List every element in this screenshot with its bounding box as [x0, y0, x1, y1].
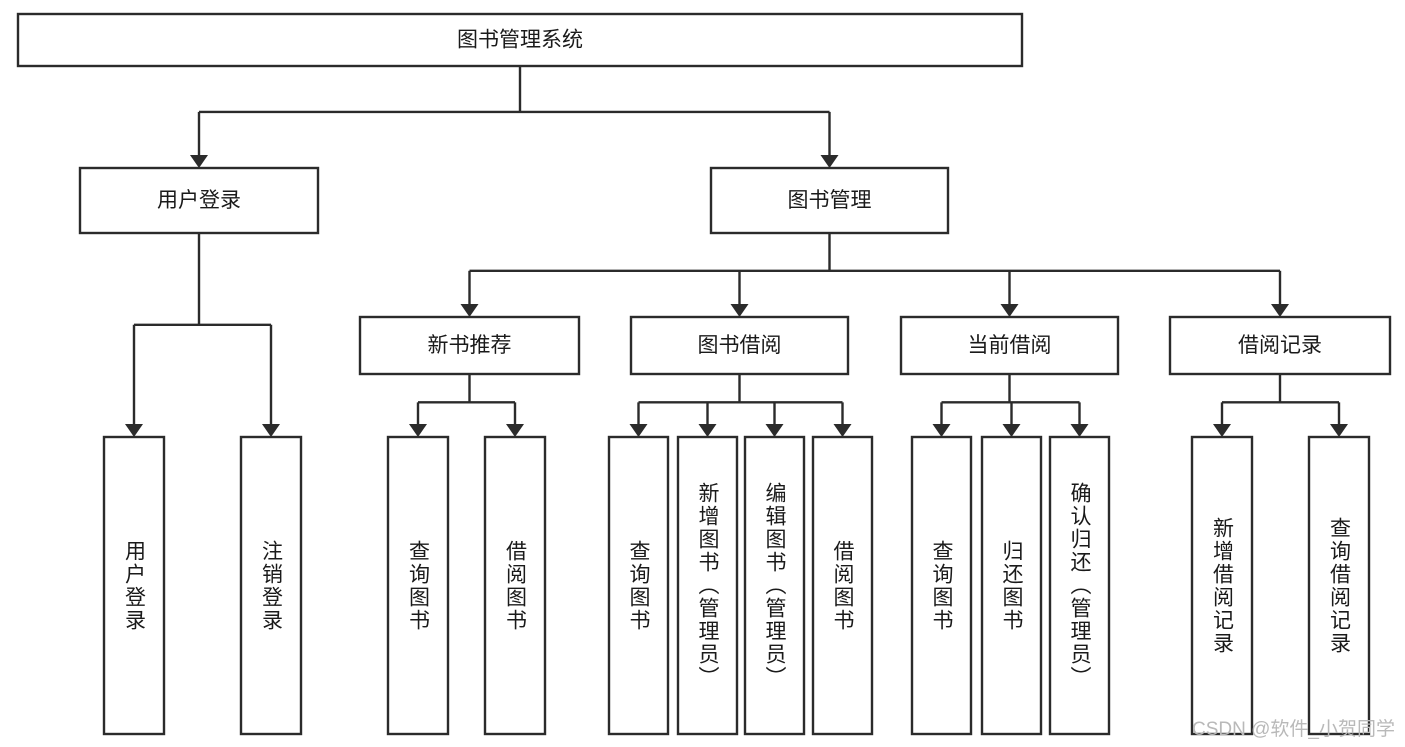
node-label-book-manage: 图书管理	[788, 189, 872, 212]
arrow-head-leaf-add-book	[698, 424, 717, 437]
arrow-head-leaf-query-book-3	[932, 424, 951, 437]
arrow-head-leaf-return-book	[1002, 424, 1021, 437]
node-label-root: 图书管理系统	[457, 29, 583, 52]
arrow-head-leaf-logout	[262, 424, 280, 437]
node-box-book-manage[interactable]	[709, 166, 950, 235]
node-box-leaf-query-book-2[interactable]	[607, 435, 670, 736]
node-box-leaf-logout[interactable]	[239, 435, 303, 736]
node-box-leaf-query-record[interactable]	[1307, 435, 1371, 736]
node-label-current-borrow: 当前借阅	[968, 334, 1052, 357]
arrow-head-new-book-rec	[460, 304, 479, 317]
node-box-new-book-rec[interactable]	[358, 315, 581, 376]
arrow-head-user-login	[190, 155, 208, 168]
node-box-user-login[interactable]	[78, 166, 320, 235]
arrow-head-leaf-borrow-book-1	[506, 424, 524, 437]
node-label-book-borrow: 图书借阅	[698, 334, 782, 357]
arrow-head-borrow-record	[1271, 304, 1289, 317]
csdn-watermark: CSDN @软件_小贺同学	[1192, 719, 1395, 740]
node-box-leaf-add-record[interactable]	[1190, 435, 1254, 736]
node-label-new-book-rec: 新书推荐	[428, 334, 512, 357]
node-box-leaf-edit-book[interactable]	[743, 435, 806, 736]
node-box-current-borrow[interactable]	[899, 315, 1120, 376]
arrow-head-book-manage	[820, 155, 839, 168]
node-box-book-borrow[interactable]	[629, 315, 850, 376]
node-box-layer	[16, 12, 1392, 736]
node-box-borrow-record[interactable]	[1168, 315, 1392, 376]
connector-layer	[125, 66, 1348, 437]
arrow-head-leaf-edit-book	[765, 424, 784, 437]
node-label-user-login: 用户登录	[157, 189, 241, 212]
node-box-leaf-borrow-book-2[interactable]	[811, 435, 874, 736]
arrow-head-leaf-user-login	[125, 424, 143, 437]
node-label-borrow-record: 借阅记录	[1238, 334, 1322, 357]
node-box-leaf-confirm-return[interactable]	[1048, 435, 1111, 736]
node-box-leaf-query-book-3[interactable]	[910, 435, 973, 736]
arrow-head-current-borrow	[1000, 304, 1019, 317]
node-box-leaf-add-book[interactable]	[676, 435, 739, 736]
node-box-root[interactable]	[16, 12, 1024, 68]
node-box-leaf-return-book[interactable]	[980, 435, 1043, 736]
arrow-head-leaf-add-record	[1213, 424, 1231, 437]
node-box-leaf-borrow-book-1[interactable]	[483, 435, 547, 736]
arrow-head-leaf-query-record	[1330, 424, 1348, 437]
arrow-head-leaf-query-book-2	[629, 424, 648, 437]
arrow-head-leaf-confirm-return	[1070, 424, 1089, 437]
arrow-head-leaf-borrow-book-2	[833, 424, 852, 437]
arrow-head-leaf-query-book-1	[409, 424, 427, 437]
node-box-leaf-user-login[interactable]	[102, 435, 166, 736]
node-box-leaf-query-book-1[interactable]	[386, 435, 450, 736]
arrow-head-book-borrow	[730, 304, 749, 317]
